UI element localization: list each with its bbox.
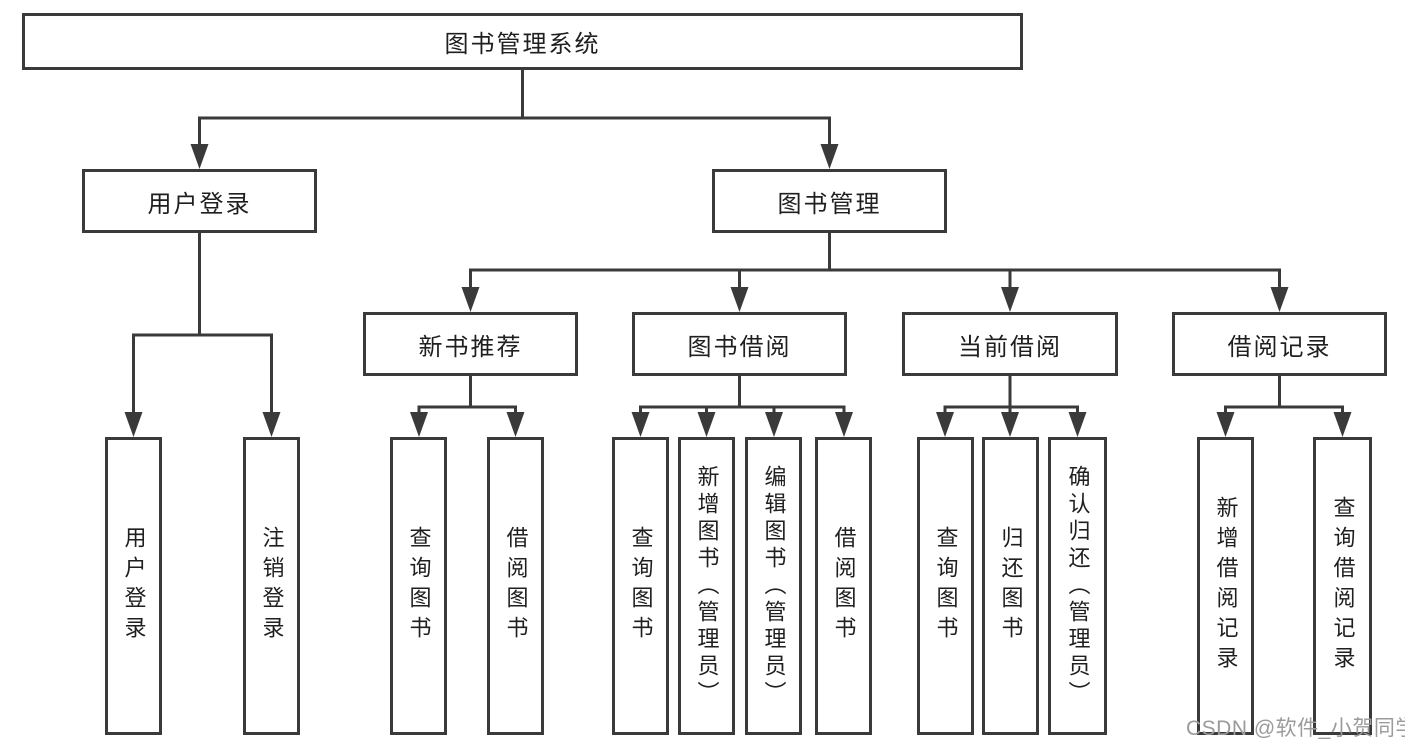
node-borrow-records: 借阅记录	[1172, 312, 1387, 376]
leaf-confirm-return-admin-label: 确认归还（管理员）	[1065, 464, 1091, 708]
leaf-borrow-books-label: 借阅图书	[831, 526, 857, 646]
leaf-query-books-recommend-label: 查询图书	[406, 526, 432, 646]
node-current-borrowing-label: 当前借阅	[958, 333, 1062, 361]
node-new-book-recommend: 新书推荐	[363, 312, 578, 376]
leaf-confirm-return-admin: 确认归还（管理员）	[1048, 437, 1107, 735]
node-book-borrowing: 图书借阅	[632, 312, 847, 376]
node-user-login-label: 用户登录	[147, 190, 252, 218]
node-current-borrowing: 当前借阅	[902, 312, 1118, 376]
leaf-edit-books-admin: 编辑图书（管理员）	[745, 437, 802, 735]
leaf-user-login: 用户登录	[105, 437, 162, 735]
node-library-system: 图书管理系统	[22, 13, 1023, 70]
node-borrow-records-label: 借阅记录	[1227, 333, 1332, 361]
leaf-query-borrow-record-label: 查询借阅记录	[1330, 496, 1356, 676]
node-new-book-recommend-label: 新书推荐	[418, 333, 523, 361]
leaf-borrow-books-recommend-label: 借阅图书	[503, 526, 529, 646]
watermark: CSDN @软件_小贺同学	[1186, 717, 1405, 740]
leaf-add-borrow-record: 新增借阅记录	[1197, 437, 1254, 735]
leaf-query-books-recommend: 查询图书	[390, 437, 447, 735]
leaf-add-books-admin-label: 新增图书（管理员）	[694, 464, 720, 708]
leaf-logout: 注销登录	[243, 437, 300, 735]
node-library-system-label: 图书管理系统	[444, 31, 601, 58]
node-book-management-label: 图书管理	[777, 190, 882, 218]
node-book-borrowing-label: 图书借阅	[687, 333, 792, 361]
leaf-edit-books-admin-label: 编辑图书（管理员）	[761, 464, 787, 708]
leaf-return-books: 归还图书	[982, 437, 1039, 735]
leaf-query-books-borrow-label: 查询图书	[628, 526, 654, 646]
node-book-management: 图书管理	[712, 169, 947, 233]
leaf-add-borrow-record-label: 新增借阅记录	[1213, 496, 1239, 676]
leaf-return-books-label: 归还图书	[998, 526, 1024, 646]
leaf-logout-label: 注销登录	[259, 526, 285, 646]
node-user-login: 用户登录	[82, 169, 317, 233]
leaf-query-books-borrow: 查询图书	[612, 437, 669, 735]
leaf-add-books-admin: 新增图书（管理员）	[678, 437, 735, 735]
leaf-borrow-books-recommend: 借阅图书	[487, 437, 544, 735]
leaf-user-login-label: 用户登录	[121, 526, 147, 646]
leaf-query-borrow-record: 查询借阅记录	[1313, 437, 1372, 735]
leaf-borrow-books: 借阅图书	[815, 437, 872, 735]
leaf-query-books-current-label: 查询图书	[933, 526, 959, 646]
leaf-query-books-current: 查询图书	[917, 437, 974, 735]
